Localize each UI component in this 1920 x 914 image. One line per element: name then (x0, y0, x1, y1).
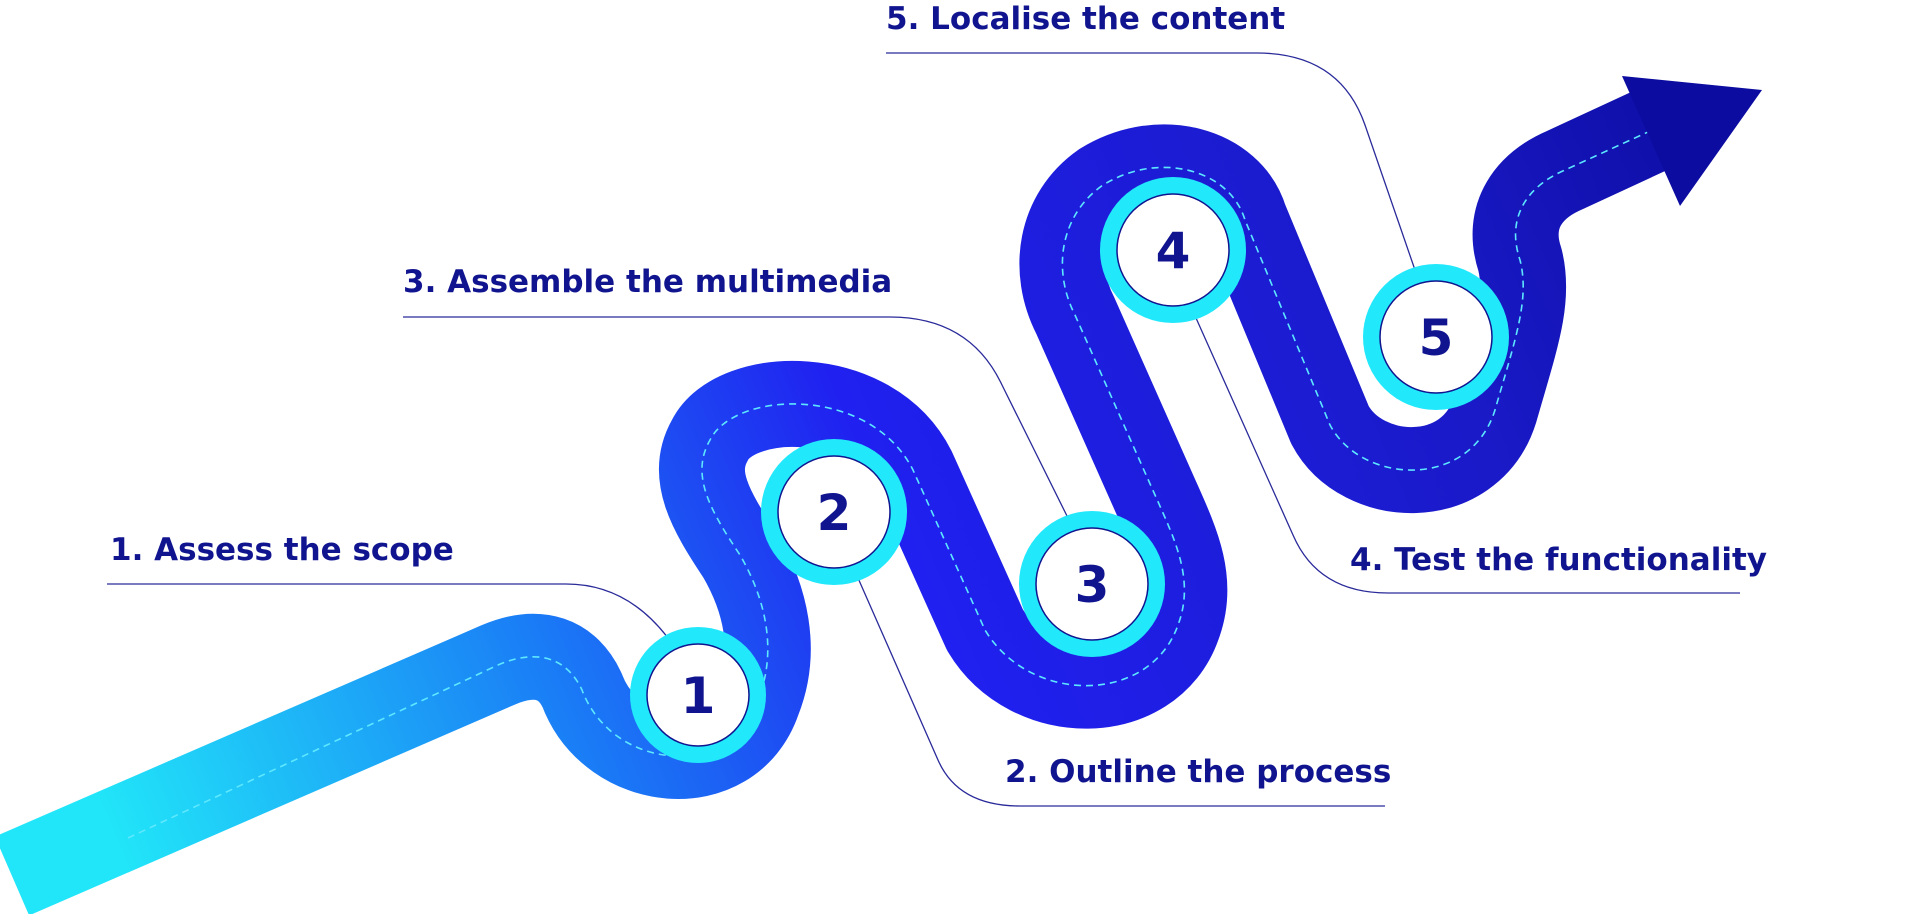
milestone-number-2: 2 (817, 484, 852, 542)
milestone-number-5: 5 (1419, 309, 1454, 367)
step-label-1: 1. Assess the scope (110, 532, 454, 568)
milestone-number-3: 3 (1075, 556, 1110, 614)
milestone-3: 3 (1019, 511, 1165, 657)
arrow-icon (1622, 76, 1762, 206)
step-label-4: 4. Test the functionality (1350, 542, 1767, 578)
step-label-3: 3. Assemble the multimedia (403, 264, 892, 300)
step-labels: 1. Assess the scope 2. Outline the proce… (110, 1, 1767, 790)
leader-line-5 (886, 52, 1416, 271)
step-label-2: 2. Outline the process (1005, 754, 1391, 790)
milestone-4: 4 (1100, 177, 1246, 323)
leader-line-3 (403, 316, 1069, 519)
milestone-1: 1 (630, 627, 766, 763)
milestone-5: 5 (1363, 264, 1509, 410)
leader-line-2 (857, 577, 1385, 807)
milestone-number-1: 1 (681, 667, 716, 725)
step-label-5: 5. Localise the content (886, 1, 1285, 37)
milestone-rings: 1 2 3 4 5 (630, 177, 1509, 763)
milestone-2: 2 (761, 439, 907, 585)
milestone-number-4: 4 (1156, 222, 1191, 280)
leader-line-4 (1195, 317, 1740, 594)
